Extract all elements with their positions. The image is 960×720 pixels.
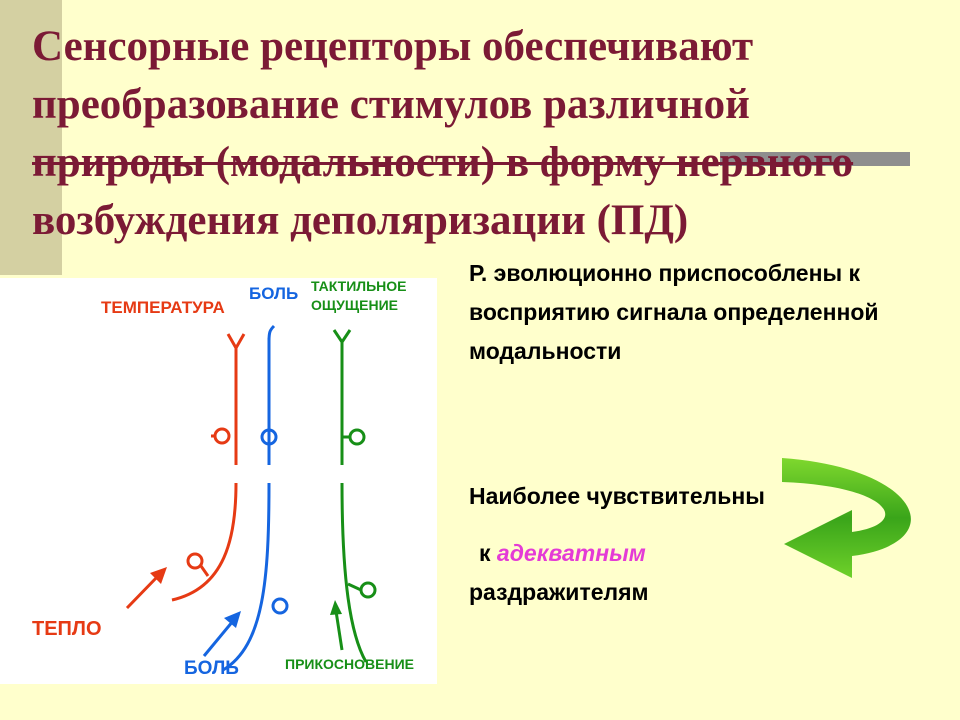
label-touch: ПРИКОСНОВЕНИЕ [285, 656, 414, 672]
curved-arrow-icon [782, 458, 911, 578]
receptor-diagram-svg [125, 324, 377, 672]
pain-nerve-ending [271, 597, 289, 615]
label-pain-bottom: БОЛЬ [184, 658, 239, 679]
adequate-stimuli-text: к адекватным раздражителям [469, 534, 649, 612]
label-heat: ТЕПЛО [32, 618, 102, 640]
pain-fiber [222, 324, 289, 672]
temperature-cell-body [213, 427, 231, 445]
sensitivity-text: Наиболее чувствительны [469, 483, 765, 509]
temperature-fiber [171, 333, 246, 602]
tactile-receptor-ending [332, 329, 352, 345]
label-tactile-line2: ОЩУЩЕНИЕ [311, 297, 398, 313]
receptor-adaptation-text: Р. эволюционно приспособлены к восприяти… [469, 260, 879, 364]
temperature-nerve-ending [186, 552, 204, 570]
temperature-receptor-ending [226, 333, 246, 352]
adequate-prefix: к [479, 540, 491, 566]
label-tactile-line1: ТАКТИЛЬНОЕ [311, 278, 407, 294]
title-line: возбуждения деполяризации (ПД) [32, 197, 689, 244]
title-line: преобразование стимулов различной [32, 81, 750, 128]
title-line: Сенсорные рецепторы обеспечивают [32, 23, 754, 70]
pain-arrow [202, 611, 241, 657]
tactile-cell-body [348, 428, 366, 446]
tactile-nerve-ending [359, 581, 377, 599]
tactile-fiber [332, 329, 377, 663]
decorative-bar [720, 152, 910, 166]
pain-cell-body [260, 428, 278, 446]
adequate-highlight: адекватным [496, 540, 646, 566]
adequate-suffix: раздражителям [469, 579, 649, 605]
title-line: природы (модальности) в форму нервного [32, 139, 854, 186]
slide-title: Сенсорные рецепторы обеспечивают преобра… [32, 18, 912, 250]
touch-arrow [330, 600, 344, 651]
label-temperature: ТЕМПЕРАТУРА [101, 298, 225, 317]
side-band [0, 0, 62, 275]
receptor-diagram: ТЕМПЕРАТУРА БОЛЬ ТАКТИЛЬНОЕ ОЩУЩЕНИЕ ТЕП… [0, 278, 437, 684]
label-pain-top: БОЛЬ [249, 284, 299, 303]
heat-arrow [125, 567, 167, 610]
